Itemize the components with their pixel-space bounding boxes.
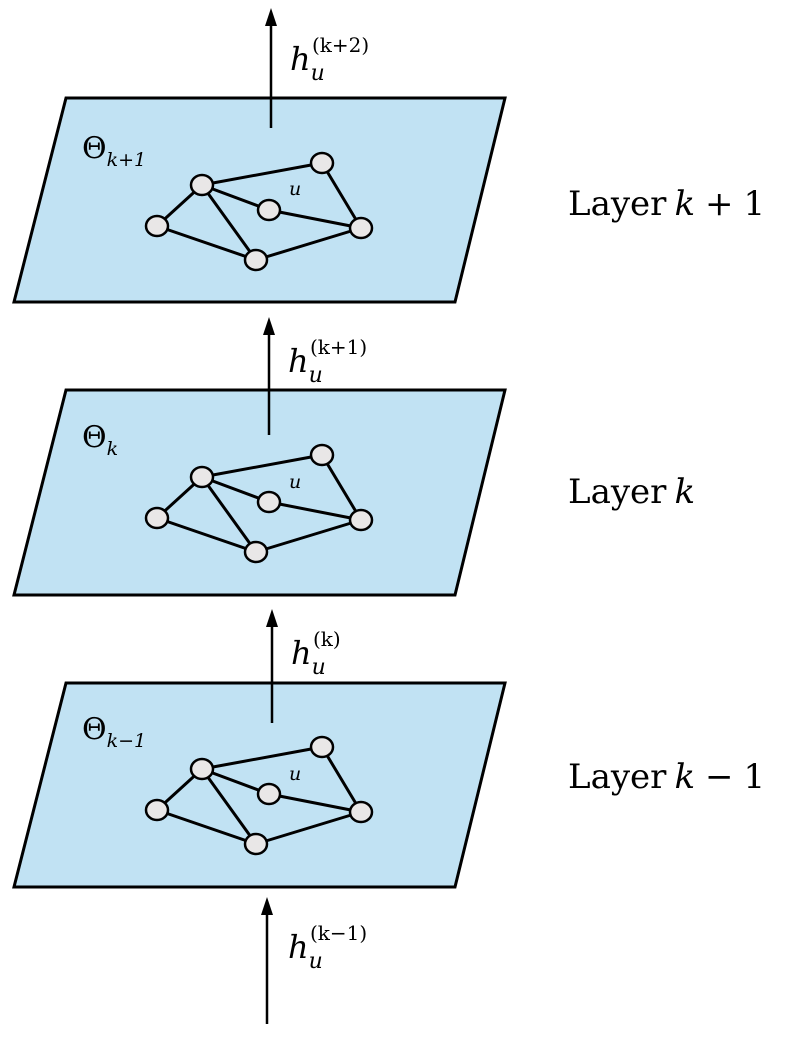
arrow-head: [263, 317, 275, 335]
node-u-label-middle: u: [289, 471, 301, 493]
graph-node: [243, 540, 269, 564]
arrow-h-k-plus-1: hu(k+1): [263, 317, 367, 435]
graph-node: [309, 151, 335, 175]
theta-label-top: Θk+1: [82, 131, 146, 171]
graph-node: [348, 800, 374, 824]
graph-node: [189, 465, 215, 489]
graph-node: [144, 214, 170, 238]
arrow-head: [266, 609, 278, 627]
node-u-label-top: u: [289, 178, 301, 200]
graph-node: [189, 757, 215, 781]
arrow-head: [261, 897, 273, 915]
graph-middle: [144, 443, 374, 564]
graph-node-u: [256, 490, 282, 514]
plane-top: [12, 96, 507, 304]
node-u-label-bottom: u: [289, 763, 301, 785]
plane-middle: [12, 388, 507, 597]
graph-top: [144, 151, 374, 272]
arrow-h-k-plus-2: hu(k+2): [265, 8, 369, 128]
h-label-k-minus-1: hu(k−1): [288, 921, 367, 974]
h-label-k-plus-2: hu(k+2): [290, 33, 369, 86]
graph-node: [144, 798, 170, 822]
theta-label-bottom: Θk−1: [82, 712, 146, 752]
graph-node: [144, 506, 170, 530]
graph-node: [309, 443, 335, 467]
theta-label-middle: Θk: [82, 420, 118, 460]
graph-node: [243, 832, 269, 856]
h-label-k-plus-1: hu(k+1): [288, 335, 367, 388]
graph-node: [309, 735, 335, 759]
graph-node: [243, 248, 269, 272]
graph-node-u: [256, 198, 282, 222]
graph-bottom: [144, 735, 374, 856]
h-label-k: hu(k): [291, 627, 341, 680]
arrow-head: [265, 8, 277, 26]
arrow-h-k: hu(k): [266, 609, 341, 723]
arrow-h-k-minus-1: hu(k−1): [261, 897, 367, 1024]
graph-node-u: [256, 782, 282, 806]
graph-node: [348, 216, 374, 240]
graph-node: [348, 508, 374, 532]
graph-node: [189, 173, 215, 197]
plane-bottom: [12, 681, 507, 889]
